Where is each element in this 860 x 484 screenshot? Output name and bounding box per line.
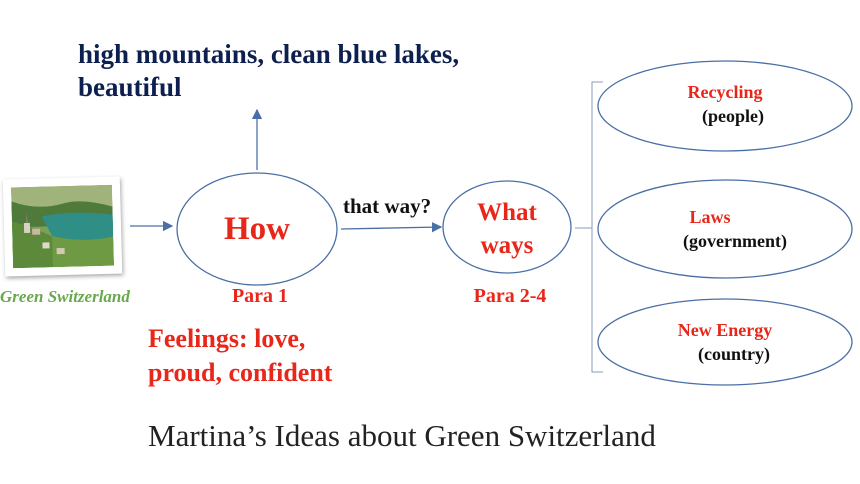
switzerland-photo xyxy=(2,176,123,277)
how-ellipse xyxy=(176,172,338,286)
top-note-line2: beautiful xyxy=(78,72,182,102)
arrow-label: that way? xyxy=(343,194,432,218)
way-ellipse-laws xyxy=(597,179,853,279)
way-new-energy-sub: (country) xyxy=(698,344,770,364)
how-label: How xyxy=(224,211,290,247)
way-ellipse-new-energy xyxy=(597,298,853,386)
top-note: high mountains, clean blue lakes, beauti… xyxy=(78,38,459,104)
way-laws-sub: (government) xyxy=(683,231,787,251)
way-new-energy-title: New Energy xyxy=(677,320,773,340)
what-line1: What xyxy=(477,199,537,226)
photo-caption: Green Switzerland xyxy=(0,287,130,306)
top-note-line1: high mountains, clean blue lakes, xyxy=(78,39,460,69)
way-recycling: Recycling (people) xyxy=(640,80,810,128)
way-laws: Laws (government) xyxy=(640,205,810,253)
footer-title: Martina’s Ideas about Green Switzerland xyxy=(148,418,656,453)
what-para: Para 2-4 xyxy=(473,285,547,307)
what-ways-label: What ways xyxy=(445,196,569,262)
feelings-line1: Feelings: love, xyxy=(148,324,306,353)
feelings-line2: proud, confident xyxy=(148,358,333,387)
way-laws-title: Laws xyxy=(689,207,731,227)
way-recycling-title: Recycling xyxy=(687,82,763,102)
how-para: Para 1 xyxy=(231,285,289,307)
way-recycling-sub: (people) xyxy=(702,106,764,126)
feelings: Feelings: love, proud, confident xyxy=(148,322,332,390)
what-ways-ellipse xyxy=(442,180,572,274)
way-ellipse-recycling xyxy=(597,60,853,152)
lake-landscape-image xyxy=(10,184,115,269)
way-new-energy: New Energy (country) xyxy=(640,318,810,366)
what-line2: ways xyxy=(480,232,534,259)
ways-bracket xyxy=(575,81,603,373)
arrow-how-to-what xyxy=(340,221,443,233)
